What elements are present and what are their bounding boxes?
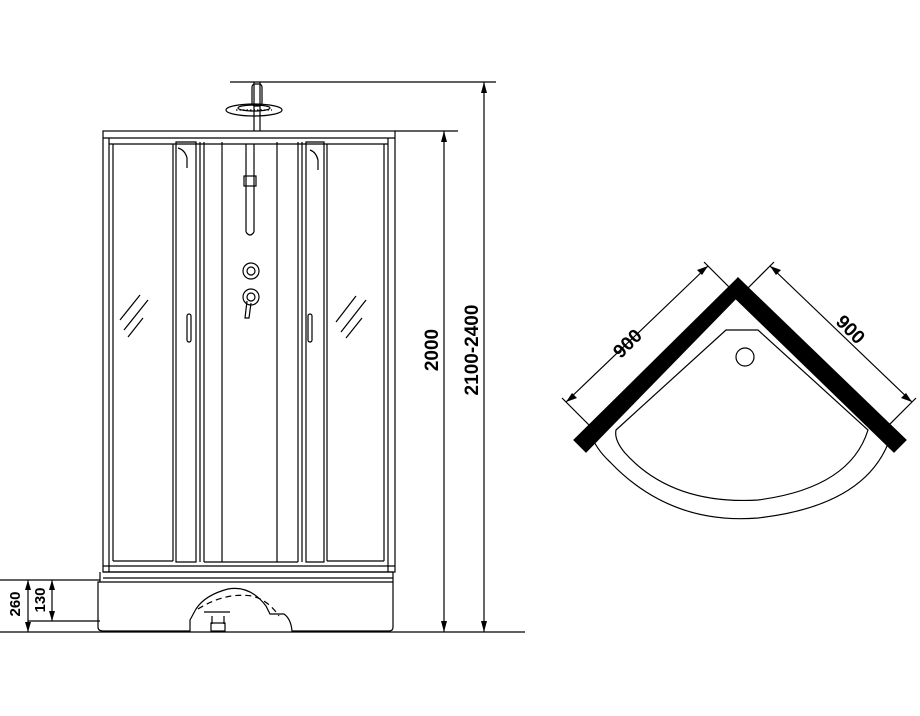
dim-2000 — [441, 131, 447, 632]
shower-tray — [97, 571, 394, 632]
center-back-panel — [203, 142, 299, 563]
cabin-frame — [102, 130, 396, 573]
dim-label-right-900: 900 — [831, 311, 868, 348]
corner-post — [730, 277, 748, 295]
right-door-handle — [307, 313, 313, 343]
drain-icon — [735, 347, 755, 367]
right-wall-profile — [730, 276, 907, 453]
left-sliding-door — [175, 141, 201, 563]
left-side-panel — [112, 144, 174, 562]
diverter-knob-icon — [242, 262, 260, 280]
front-view — [0, 81, 525, 633]
mixer-knob-icon — [242, 288, 260, 306]
tray-foot — [210, 622, 226, 632]
hand-shower-holder — [243, 175, 257, 187]
dim-2100-2400 — [481, 82, 487, 632]
dim-label-2000: 2000 — [422, 329, 443, 371]
left-door-handle — [186, 313, 192, 343]
mixer-controls — [242, 262, 260, 319]
dim-right-900 — [743, 261, 917, 429]
dim-130 — [49, 580, 55, 621]
dim-260 — [25, 580, 31, 632]
tray-hidden-contour — [197, 594, 280, 617]
rain-shower-head — [225, 103, 283, 117]
dim-left-900 — [561, 261, 735, 429]
right-sliding-door — [301, 141, 325, 563]
top-view — [561, 261, 917, 520]
dim-label-130: 130 — [32, 587, 49, 612]
dim-label-left-900: 900 — [609, 325, 646, 362]
dim-label-260: 260 — [7, 591, 24, 616]
dim-label-2100-2400: 2100-2400 — [462, 305, 483, 396]
shower-column — [225, 82, 283, 236]
right-side-panel — [326, 144, 385, 562]
tray-inner-outline — [615, 329, 869, 502]
tray-outline — [589, 290, 893, 520]
